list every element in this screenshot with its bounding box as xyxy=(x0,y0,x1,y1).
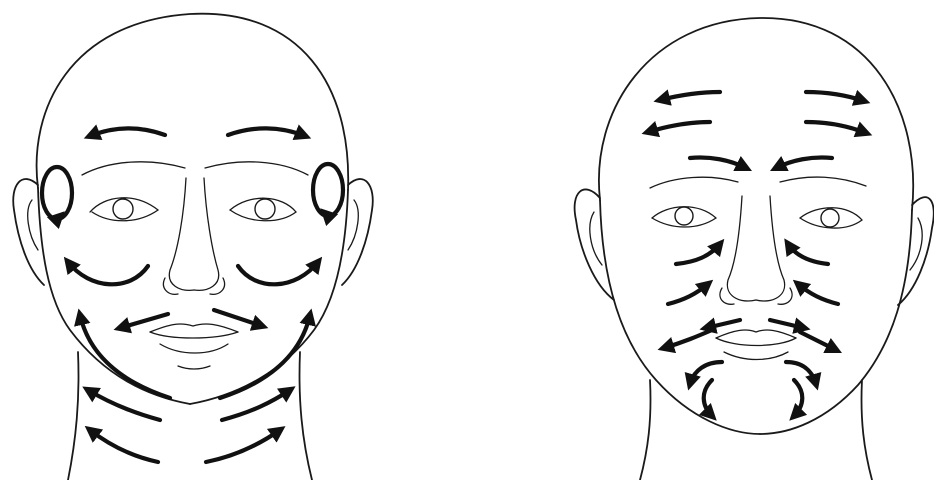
upper-lip-arrow-right xyxy=(770,320,804,328)
temple-circle-right xyxy=(313,164,343,216)
cheek-arrow-left xyxy=(668,284,708,304)
mouth-corner-arrow-right xyxy=(800,332,836,350)
brow-arrow-right xyxy=(776,157,832,168)
neck-arrow-upper-left xyxy=(88,390,160,420)
neck-arrow-lower-right xyxy=(206,430,280,462)
forehead-upper-arrow-right xyxy=(806,92,864,101)
under-eye-arrow-left xyxy=(68,262,148,284)
nose-side-arrow-right xyxy=(788,244,828,264)
neck-arrow-lower-left xyxy=(90,430,158,462)
chin-arrow-lower-right xyxy=(794,380,802,416)
jaw-arrow-right xyxy=(220,315,310,398)
brow-arrow-left xyxy=(690,157,746,168)
under-eye-arrow-right xyxy=(238,262,318,284)
chin-arrow-upper-left xyxy=(690,362,722,384)
chin-arrow-upper-right xyxy=(786,362,816,384)
forehead-lower-arrow-left xyxy=(648,122,710,132)
left-face-features xyxy=(82,162,308,369)
cheek-arrow-right xyxy=(798,284,838,304)
right-face xyxy=(575,18,934,480)
nose-side-arrow-left xyxy=(676,244,720,264)
left-face xyxy=(13,14,373,480)
left-face-outline xyxy=(13,14,373,480)
mouth-corner-arrow-left xyxy=(664,330,712,348)
forehead-arrow-left xyxy=(90,128,165,136)
forehead-upper-arrow-left xyxy=(660,92,720,100)
forehead-lower-arrow-right xyxy=(806,122,866,133)
right-face-arrows xyxy=(648,92,866,416)
right-face-features xyxy=(650,177,866,359)
upper-lip-arrow-right xyxy=(214,310,262,326)
left-face-arrows xyxy=(42,128,343,462)
temple-circle-left xyxy=(42,167,72,219)
chin-arrow-lower-left xyxy=(704,380,712,416)
upper-lip-arrow-left xyxy=(706,320,740,328)
upper-lip-arrow-left xyxy=(120,314,168,328)
right-face-outline xyxy=(575,18,934,480)
forehead-arrow-right xyxy=(228,128,305,136)
